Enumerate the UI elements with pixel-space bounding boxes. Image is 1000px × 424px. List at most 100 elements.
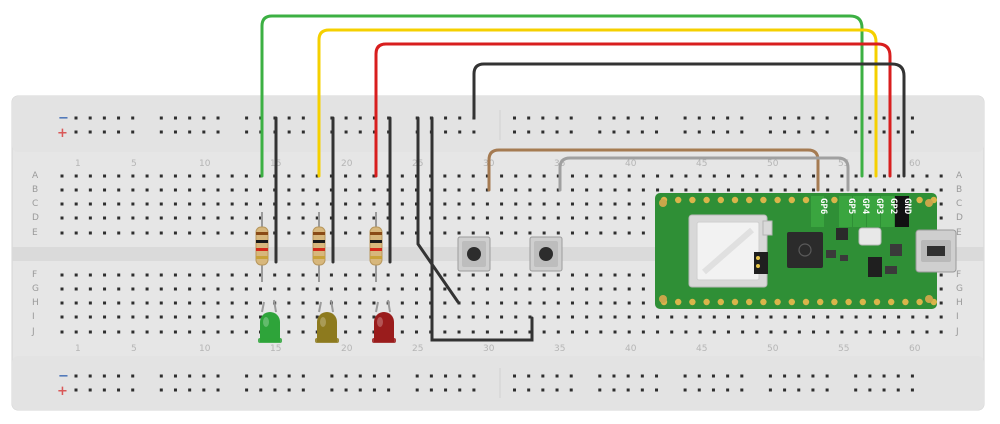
breadboard-hole bbox=[230, 202, 234, 206]
col-num-45-bottom: 45 bbox=[696, 344, 707, 354]
breadboard-hole bbox=[188, 315, 192, 319]
breadboard-hole bbox=[542, 216, 546, 220]
rail-hole bbox=[74, 116, 78, 120]
breadboard-hole bbox=[641, 188, 645, 192]
breadboard-hole bbox=[88, 273, 92, 277]
rail-hole bbox=[569, 116, 573, 120]
breadboard-hole bbox=[117, 273, 121, 277]
breadboard-hole bbox=[528, 301, 532, 305]
breadboard-hole bbox=[741, 174, 745, 178]
breadboard-hole bbox=[74, 202, 78, 206]
breadboard-hole bbox=[244, 188, 248, 192]
breadboard-hole bbox=[159, 273, 163, 277]
breadboard-hole bbox=[117, 216, 121, 220]
breadboard-hole bbox=[216, 301, 220, 305]
rail-hole bbox=[287, 388, 291, 392]
breadboard-hole bbox=[60, 301, 64, 305]
rail-hole bbox=[726, 116, 730, 120]
rail-hole bbox=[202, 130, 206, 134]
breadboard-hole bbox=[287, 315, 291, 319]
breadboard-hole bbox=[173, 287, 177, 291]
rail-hole bbox=[626, 388, 630, 392]
rail-hole bbox=[598, 116, 602, 120]
breadboard-hole bbox=[684, 330, 688, 334]
breadboard-hole bbox=[88, 301, 92, 305]
breadboard-hole bbox=[415, 301, 418, 305]
breadboard-hole bbox=[542, 188, 546, 192]
breadboard-hole bbox=[500, 174, 504, 178]
breadboard-hole bbox=[741, 330, 745, 334]
leds bbox=[258, 299, 396, 343]
row-label-j-right: J bbox=[955, 327, 959, 337]
breadboard-hole bbox=[60, 174, 64, 178]
rail-hole bbox=[117, 130, 121, 134]
resistor bbox=[369, 212, 383, 282]
breadboard-hole bbox=[145, 330, 149, 334]
breadboard-hole bbox=[88, 188, 92, 192]
breadboard-hole bbox=[528, 188, 532, 192]
pico-pin-pad bbox=[788, 196, 795, 204]
breadboard-hole bbox=[344, 315, 348, 319]
rail-hole bbox=[245, 374, 249, 378]
breadboard-hole bbox=[641, 174, 645, 178]
col-num-60: 60 bbox=[909, 159, 921, 169]
rail-hole bbox=[868, 116, 872, 120]
breadboard-hole bbox=[840, 188, 844, 192]
breadboard-hole bbox=[287, 188, 291, 192]
breadboard-hole bbox=[400, 273, 404, 277]
rail-hole bbox=[330, 374, 334, 378]
breadboard-hole bbox=[457, 202, 461, 206]
col-num-1-bottom: 1 bbox=[75, 344, 81, 354]
pico-pin-pad bbox=[703, 298, 710, 306]
breadboard-hole bbox=[599, 202, 603, 206]
rail-hole bbox=[768, 388, 772, 392]
rail-hole bbox=[444, 388, 448, 392]
breadboard-hole bbox=[60, 231, 64, 235]
breadboard-hole bbox=[755, 330, 759, 334]
rail-hole bbox=[825, 116, 829, 120]
rail-hole bbox=[655, 130, 659, 134]
breadboard-hole bbox=[570, 202, 574, 206]
rail-hole bbox=[811, 130, 815, 134]
breadboard-hole bbox=[88, 174, 92, 178]
rail-hole bbox=[301, 116, 305, 120]
led-green bbox=[258, 299, 282, 343]
breadboard-hole bbox=[613, 287, 617, 291]
row-label-b: B bbox=[32, 185, 38, 195]
breadboard-hole bbox=[755, 315, 759, 319]
breadboard-hole bbox=[500, 188, 504, 192]
breadboard-hole bbox=[344, 231, 348, 235]
rail-hole bbox=[697, 130, 701, 134]
breadboard-hole bbox=[684, 188, 688, 192]
row-label-h-right: H bbox=[956, 298, 963, 308]
breadboard-hole bbox=[457, 188, 461, 192]
breadboard-hole bbox=[287, 301, 291, 305]
breadboard-hole bbox=[60, 202, 64, 206]
breadboard-hole bbox=[344, 301, 348, 305]
breadboard-hole bbox=[826, 174, 830, 178]
breadboard-hole bbox=[882, 315, 886, 319]
rail-hole bbox=[372, 374, 376, 378]
breadboard-hole bbox=[188, 231, 192, 235]
rail-hole bbox=[102, 388, 106, 392]
rail-hole bbox=[740, 116, 744, 120]
breadboard-hole bbox=[599, 174, 603, 178]
breadboard-hole bbox=[244, 174, 248, 178]
breadboard-hole bbox=[570, 174, 574, 178]
rail-hole bbox=[825, 130, 829, 134]
breadboard-hole bbox=[60, 188, 64, 192]
breadboard-hole bbox=[131, 174, 135, 178]
breadboard-hole bbox=[415, 287, 418, 291]
breadboard-hole bbox=[599, 216, 603, 220]
breadboard-hole bbox=[301, 202, 305, 206]
rail-hole bbox=[513, 388, 516, 392]
rail-hole bbox=[882, 388, 886, 392]
rail-hole bbox=[88, 130, 92, 134]
breadboard-hole bbox=[287, 330, 291, 334]
breadboard-hole bbox=[230, 301, 234, 305]
breadboard-hole bbox=[783, 174, 787, 178]
rail-hole bbox=[683, 116, 687, 120]
breadboard-hole bbox=[641, 231, 645, 235]
col-num-10: 10 bbox=[199, 159, 211, 169]
rail-hole bbox=[458, 130, 462, 134]
